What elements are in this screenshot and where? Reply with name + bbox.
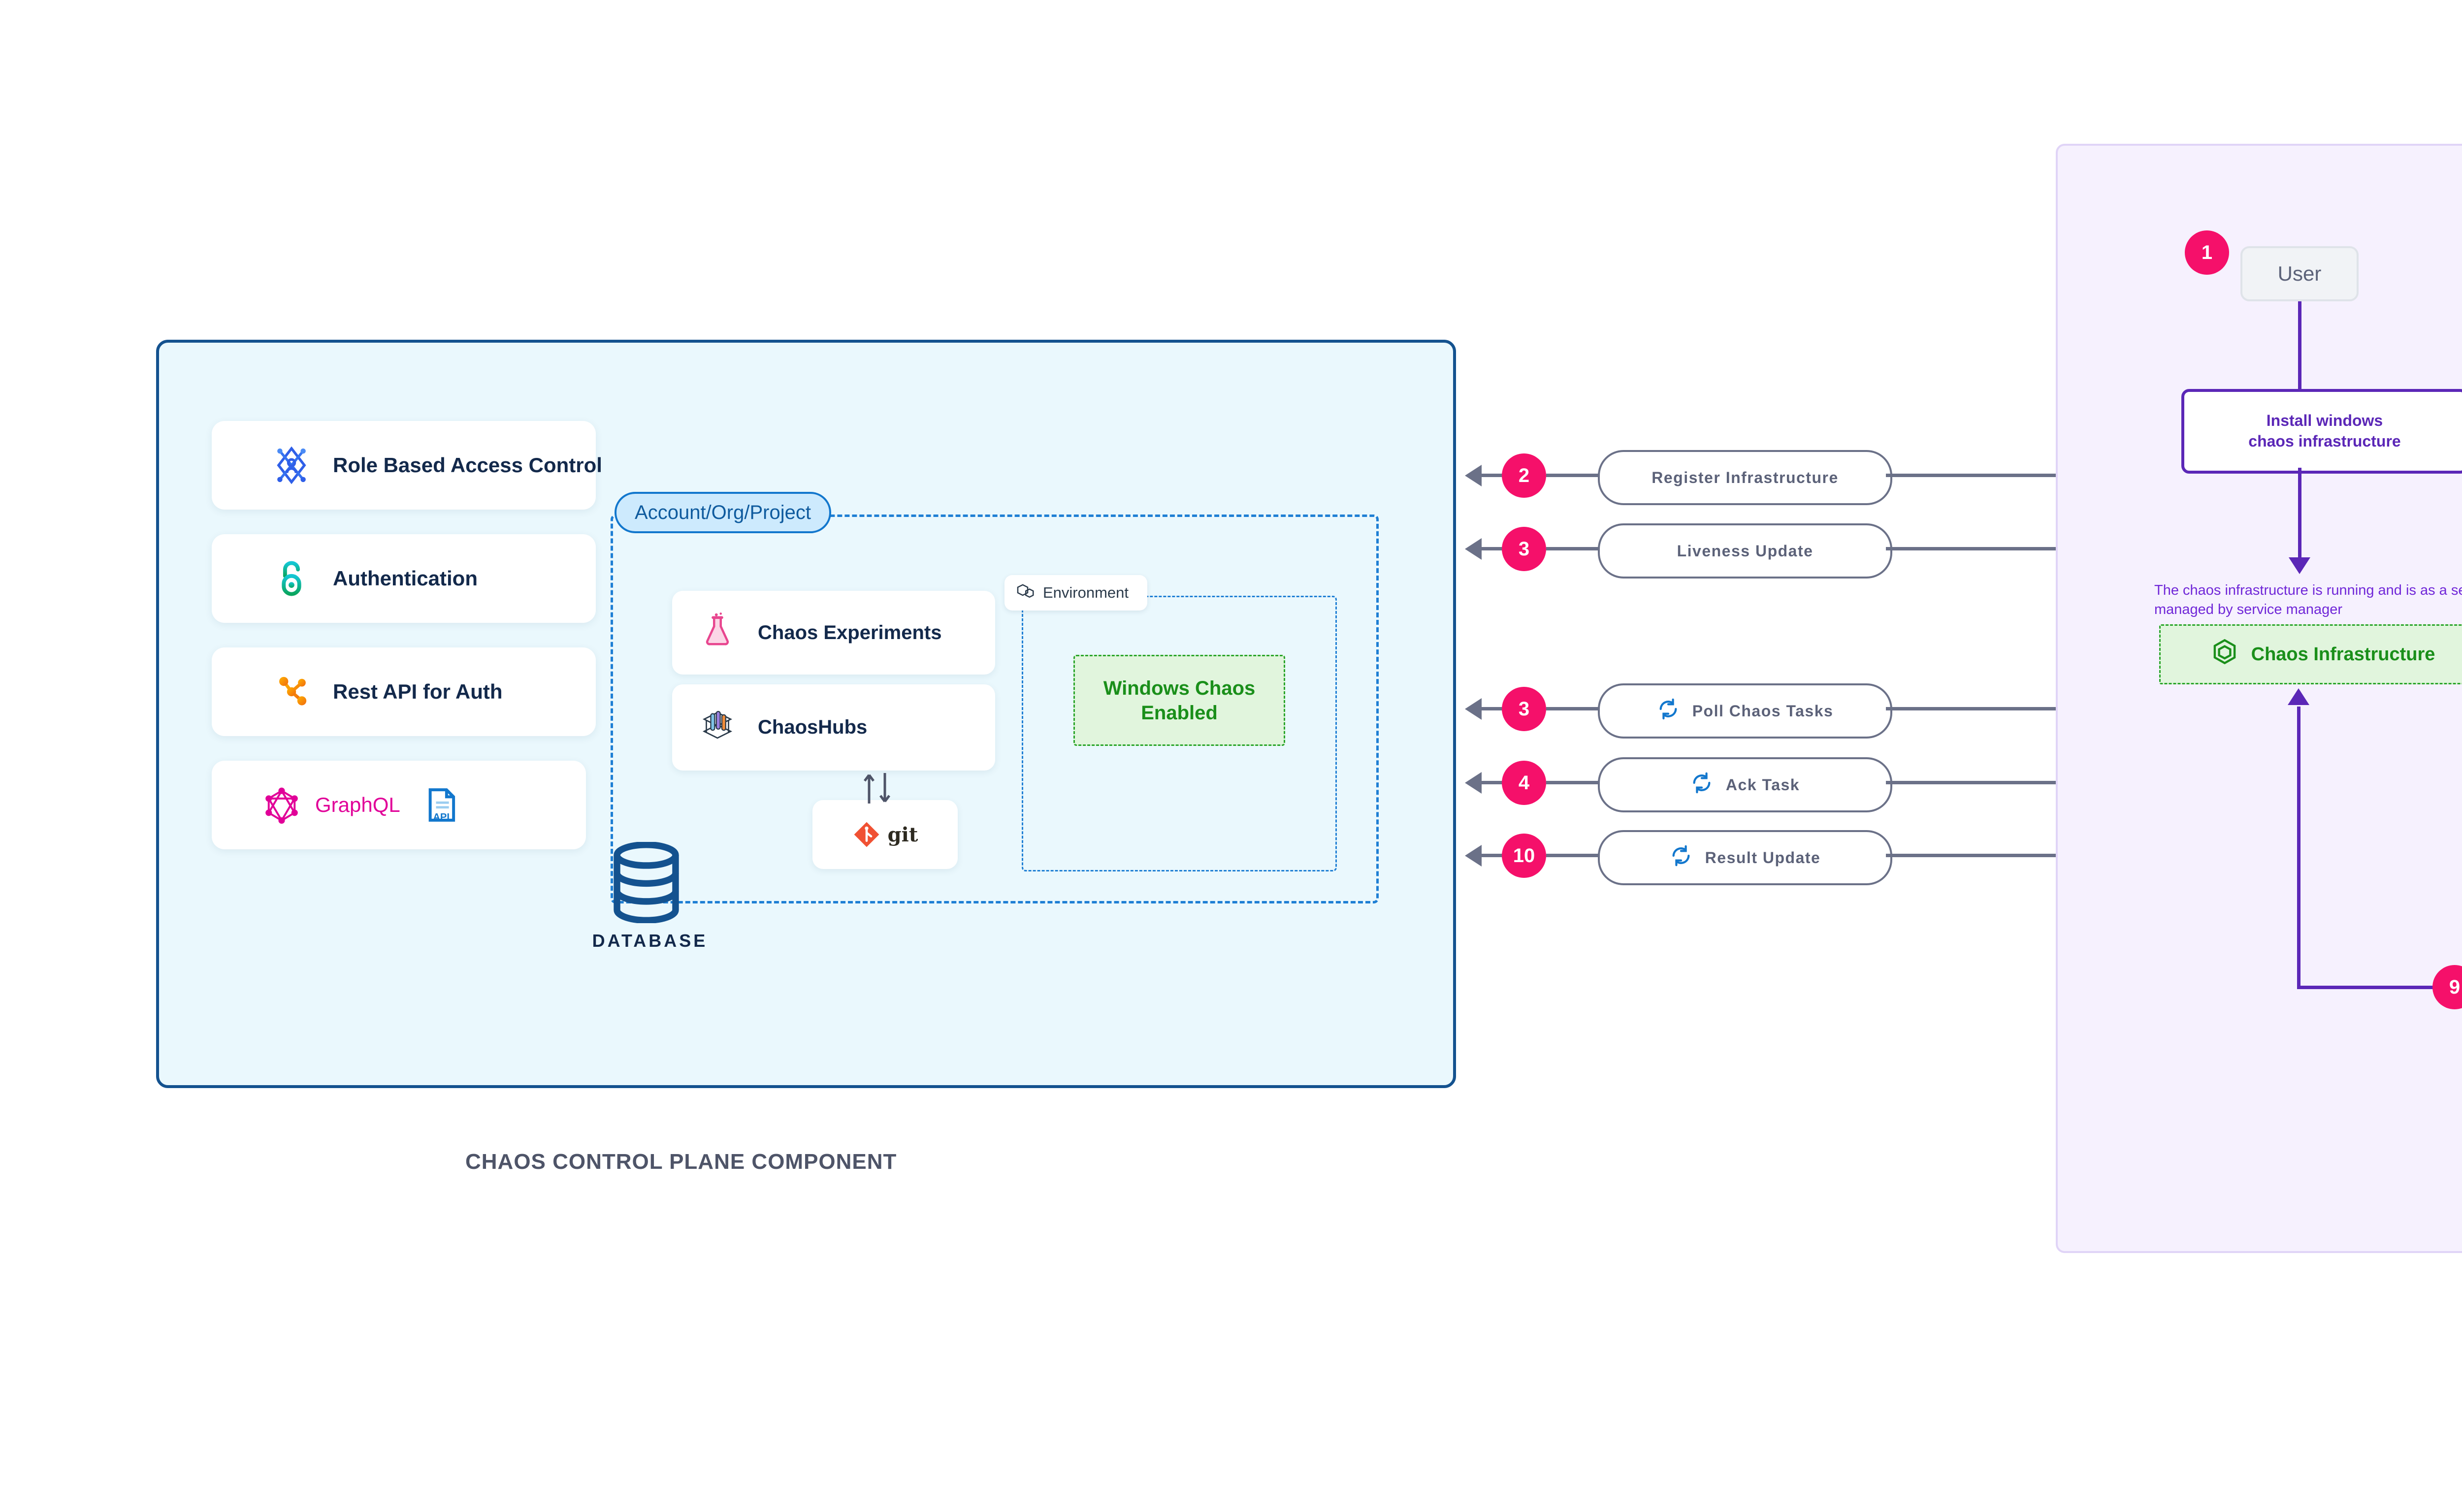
- sync-icon: [1670, 844, 1692, 871]
- flow-line: [2297, 986, 2462, 989]
- account-org-project-scope: [611, 515, 1379, 903]
- environment-pill[interactable]: Environment: [1004, 575, 1147, 611]
- connector-line: [1886, 854, 2063, 857]
- card-chaoshubs[interactable]: ChaosHubs: [672, 684, 995, 771]
- pill-liveness-update[interactable]: Liveness Update: [1598, 523, 1892, 579]
- database-label: DATABASE: [592, 931, 708, 951]
- share-nodes-icon: [271, 671, 312, 712]
- connector-line: [1546, 781, 1600, 784]
- sync-icon: [1657, 698, 1680, 724]
- card-git[interactable]: git: [812, 800, 958, 869]
- note-infrastructure-running: The chaos infrastructure is running and …: [2154, 582, 2462, 618]
- card-chaos-experiments[interactable]: Chaos Experiments: [672, 591, 995, 675]
- pill-label: Ack Task: [1725, 775, 1800, 794]
- card-label: GraphQL: [315, 793, 400, 816]
- card-label: Role Based Access Control: [333, 453, 602, 477]
- install-windows-chaos-infrastructure-box[interactable]: Install windows chaos infrastructure: [2181, 389, 2462, 474]
- rbac-icon: [271, 445, 312, 486]
- git-label: git: [887, 823, 918, 846]
- user-box[interactable]: User: [2240, 246, 2359, 301]
- pill-label: Liveness Update: [1677, 542, 1814, 560]
- card-graphql[interactable]: GraphQL API: [212, 761, 586, 849]
- chaos-infrastructure-box[interactable]: Chaos Infrastructure: [2159, 624, 2462, 684]
- badge-3a: 3: [1502, 527, 1546, 571]
- badge-2: 2: [1502, 453, 1546, 498]
- badge-10: 10: [1502, 834, 1546, 878]
- git-icon: [852, 820, 881, 849]
- user-label: User: [2277, 262, 2322, 285]
- environment-label: Environment: [1043, 584, 1129, 601]
- chaos-infrastructure-label: Chaos Infrastructure: [2251, 643, 2435, 665]
- pill-poll-chaos-tasks[interactable]: Poll Chaos Tasks: [1598, 683, 1892, 739]
- arrow-left-icon: [1465, 465, 1482, 486]
- database-icon: [613, 841, 680, 924]
- flow-line: [2298, 468, 2301, 561]
- card-authentication[interactable]: Authentication: [212, 534, 596, 623]
- card-label: Chaos Experiments: [758, 621, 942, 643]
- windows-chaos-enabled-status: Windows Chaos Enabled: [1073, 655, 1285, 746]
- windows-chaos-enabled-label: Windows Chaos Enabled: [1103, 677, 1256, 724]
- badge-3b: 3: [1502, 687, 1546, 731]
- pill-label: Register Infrastructure: [1652, 468, 1839, 486]
- lock-icon: [271, 558, 312, 599]
- pill-label: Result Update: [1705, 848, 1821, 867]
- flow-line: [2297, 707, 2300, 987]
- account-org-project-pill[interactable]: Account/Org/Project: [615, 492, 831, 533]
- arrow-down-icon: [2289, 557, 2310, 574]
- connector-line: [1546, 474, 1600, 477]
- connector-line: [1546, 547, 1600, 550]
- connector-line: [1546, 854, 1600, 857]
- control-plane-title: CHAOS CONTROL PLANE COMPONENT: [465, 1150, 897, 1174]
- arrow-left-icon: [1465, 698, 1482, 720]
- card-label: ChaosHubs: [758, 716, 868, 738]
- pill-register-infrastructure[interactable]: Register Infrastructure: [1598, 450, 1892, 505]
- bidirectional-sync-arrow: [864, 773, 890, 804]
- graphql-icon: [261, 784, 302, 826]
- arrow-left-icon: [1465, 845, 1482, 867]
- environment-scope: [1022, 596, 1337, 871]
- chaos-execution-plane-panel: [2056, 144, 2462, 1253]
- pill-label: Poll Chaos Tasks: [1692, 702, 1834, 720]
- connector-line: [1886, 781, 2063, 784]
- connector-line: [1546, 707, 1600, 710]
- card-role-based-access-control[interactable]: Role Based Access Control: [212, 421, 602, 510]
- card-label: Rest API for Auth: [333, 680, 503, 703]
- connector-line: [1886, 474, 2063, 477]
- flask-icon: [700, 612, 741, 653]
- sync-icon: [1690, 772, 1713, 798]
- hexagon-cluster-icon: [1015, 583, 1035, 603]
- api-document-icon: API: [422, 784, 463, 826]
- account-org-project-label: Account/Org/Project: [635, 501, 811, 523]
- test-tube-rack-icon: [700, 707, 741, 748]
- arrow-up-icon: [2288, 688, 2309, 705]
- arrow-left-icon: [1465, 772, 1482, 794]
- install-label: Install windows chaos infrastructure: [2248, 412, 2401, 450]
- pill-result-update[interactable]: Result Update: [1598, 830, 1892, 885]
- arrow-left-icon: [1465, 538, 1482, 560]
- svg-text:API: API: [433, 812, 450, 823]
- connector-line: [1886, 707, 2063, 710]
- card-rest-api-for-auth[interactable]: Rest API for Auth: [212, 647, 596, 736]
- badge-1: 1: [2185, 230, 2229, 275]
- flow-line: [2298, 301, 2301, 389]
- badge-4: 4: [1502, 761, 1546, 805]
- connector-line: [1886, 547, 2063, 550]
- badge-9: 9: [2432, 965, 2462, 1009]
- hexagon-icon: [2211, 638, 2238, 671]
- pill-ack-task[interactable]: Ack Task: [1598, 757, 1892, 812]
- card-label: Authentication: [333, 567, 478, 590]
